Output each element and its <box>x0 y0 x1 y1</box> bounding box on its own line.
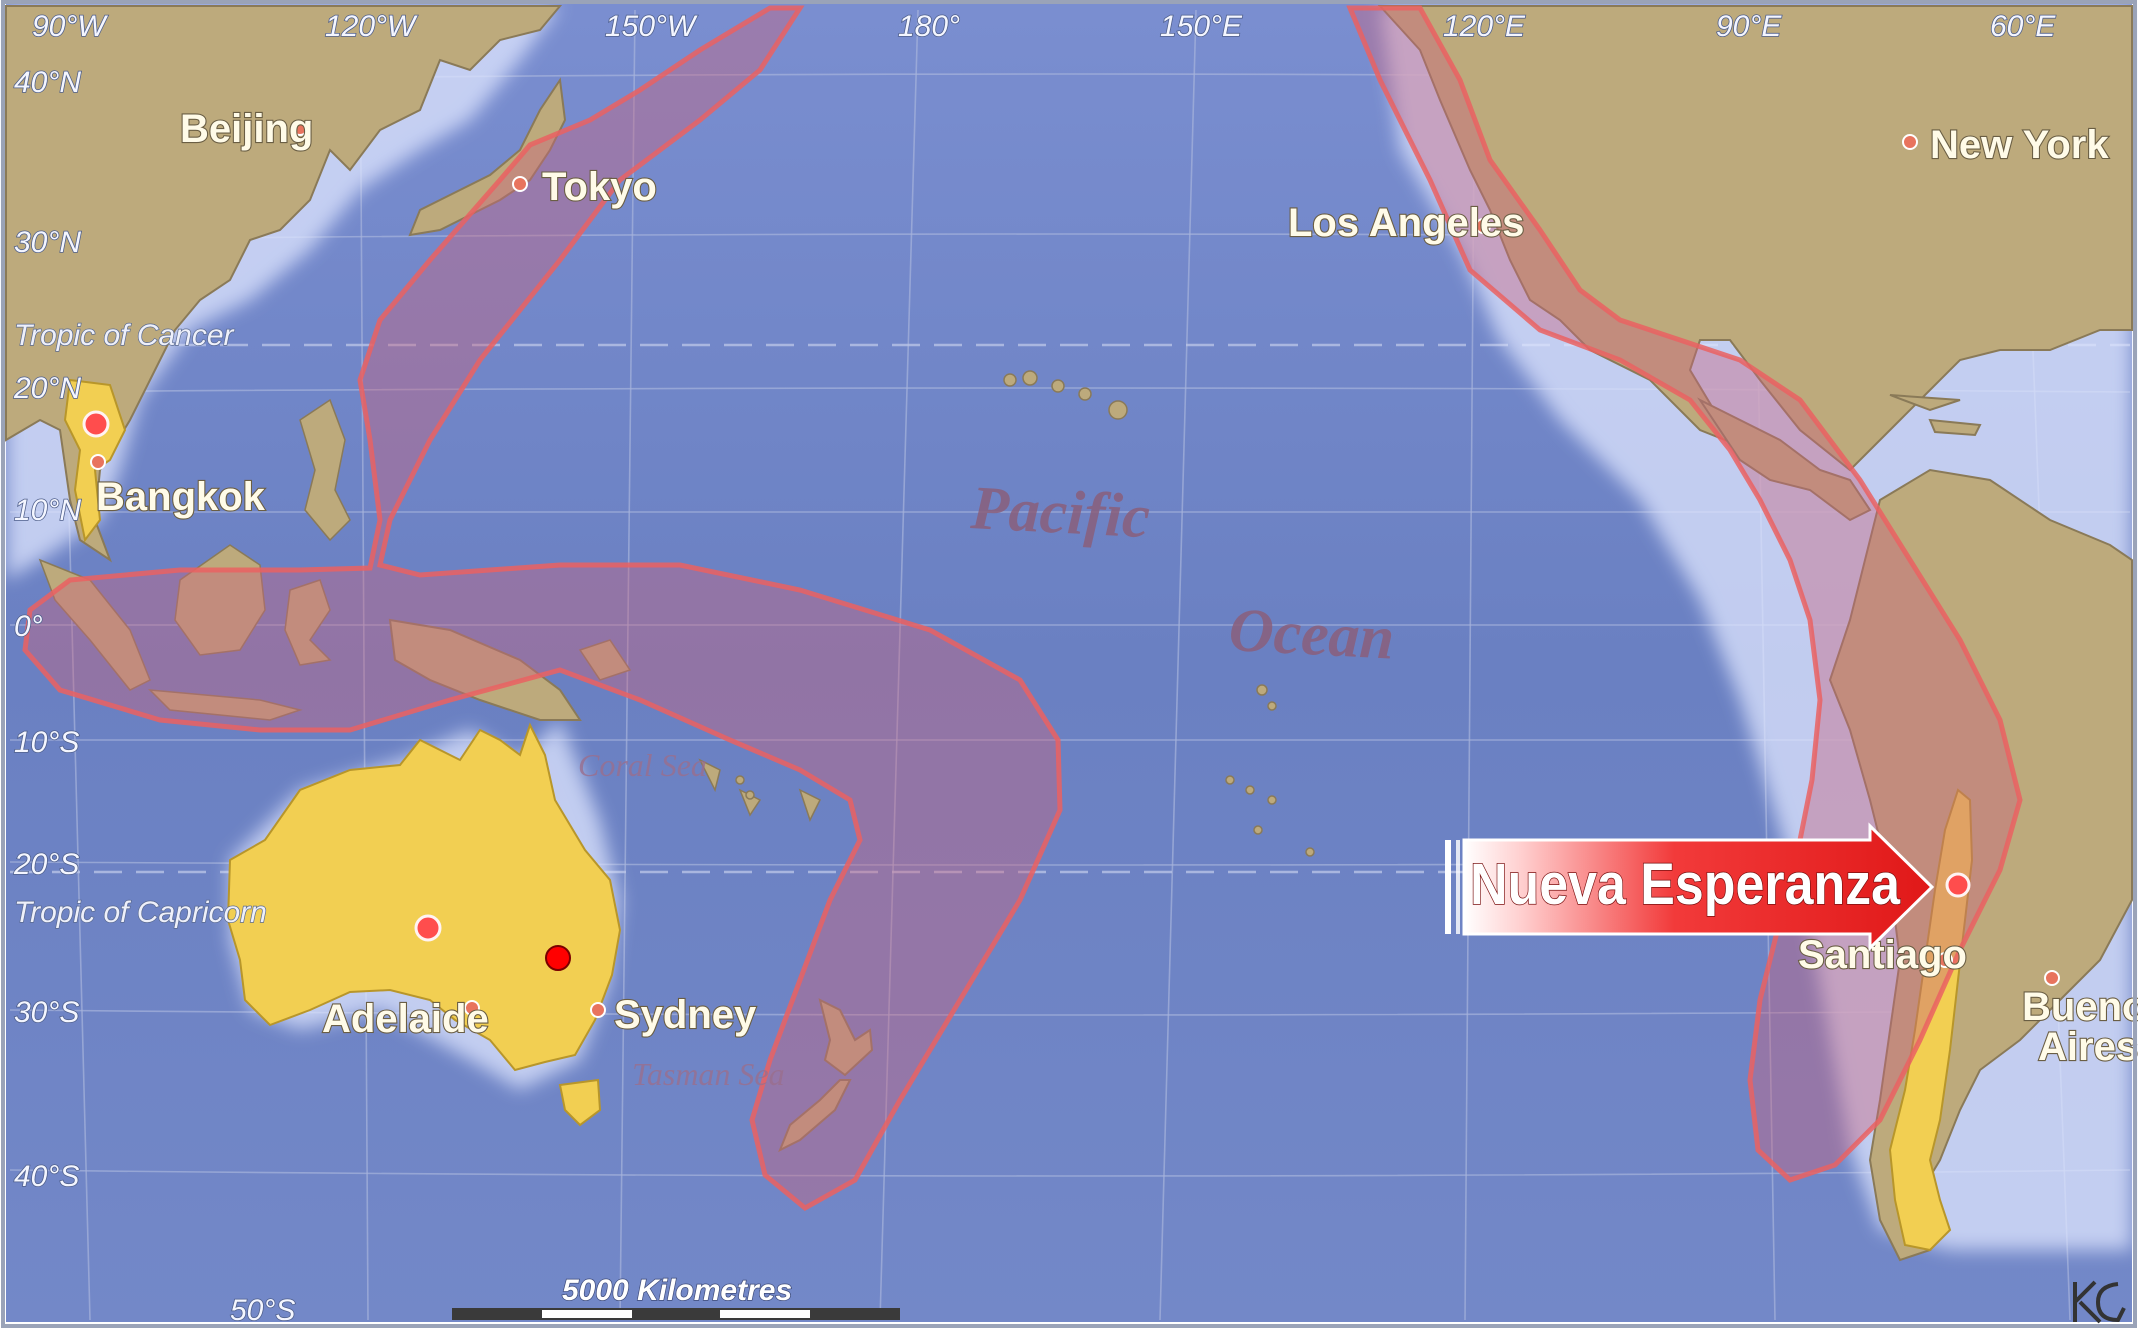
marker-central-australia <box>414 914 442 942</box>
publisher-logo <box>2073 1280 2126 1324</box>
land-japan <box>408 77 567 237</box>
lon-label-120e: 120°E <box>1443 10 1526 43</box>
lon-label-120w: 120°W <box>325 10 418 43</box>
lat-label-50s: 50°S <box>230 1294 295 1327</box>
land-tasmania <box>558 1078 602 1127</box>
scale-bar: 5000 Kilometres <box>452 1273 900 1320</box>
land-central-america <box>1697 397 1872 522</box>
highlight-markers <box>82 410 1971 971</box>
ring-of-fire-west <box>22 5 1063 1212</box>
city-marker-los-angeles <box>1475 218 1491 234</box>
city-labels: Beijing Tokyo Bangkok Adelaide Sydney Lo… <box>95 106 2138 1070</box>
tropic-of-capricorn-label: Tropic of Capricorn <box>14 896 267 929</box>
tropic-of-cancer-label: Tropic of Cancer <box>14 319 235 352</box>
city-label-sydney: Sydney <box>614 993 757 1037</box>
lat-label-30s: 30°S <box>14 996 79 1029</box>
city-marker-santiago <box>1937 952 1953 968</box>
sea-label-tasman: Tasman Sea <box>632 1056 785 1092</box>
lat-label-10s: 10°S <box>14 726 79 759</box>
city-label-bangkok: Bangkok <box>96 475 266 519</box>
city-marker-tokyo <box>512 176 528 192</box>
city-marker-beijing <box>292 120 308 136</box>
marker-nueva-esperanza <box>1945 872 1971 898</box>
city-label-buenos: Buenos <box>2022 985 2138 1029</box>
longitude-labels: 90°W 120°W 150°W 180° 150°E 120°E 90°E 6… <box>31 9 2057 44</box>
lon-label-150w: 150°W <box>605 10 698 43</box>
land-java <box>148 689 303 721</box>
sea-label-coral: Coral Sea <box>578 747 707 783</box>
land-melanesia-islands <box>578 639 822 822</box>
land-new-zealand <box>778 998 874 1153</box>
land-sulawesi <box>284 579 332 666</box>
lat-label-10n: 10°N <box>14 494 81 527</box>
city-label-los-angeles: Los Angeles <box>1288 201 1524 245</box>
city-label-beijing: Beijing <box>180 107 313 151</box>
pacific-islands <box>735 370 1315 857</box>
land-north-america <box>1377 5 2133 472</box>
latitude-labels: 40°N 30°N 20°N 10°N 0° 10°S 20°S 30°S 40… <box>12 65 296 1328</box>
lon-label-90w: 90°W <box>32 10 108 43</box>
city-label-adelaide: Adelaide <box>322 997 489 1041</box>
city-label-tokyo: Tokyo <box>542 165 657 209</box>
city-markers <box>90 120 2060 1018</box>
land-asia <box>5 5 563 563</box>
lon-label-180: 180° <box>898 10 960 43</box>
city-label-santiago: Santiago <box>1798 933 1967 977</box>
land-caribbean <box>1889 394 1982 437</box>
city-marker-sydney <box>590 1002 606 1018</box>
land-new-guinea <box>388 618 582 721</box>
lat-label-40n: 40°N <box>14 66 81 99</box>
city-marker-buenos-aires <box>2044 970 2060 986</box>
marker-thailand <box>82 410 110 438</box>
lon-label-150e: 150°E <box>1160 10 1243 43</box>
land-philippines <box>299 398 351 542</box>
city-label-aires: Aires <box>2038 1025 2138 1069</box>
ocean-label-pacific: Pacific <box>968 474 1151 551</box>
marker-eastern-australia <box>545 945 571 971</box>
lat-label-40s: 40°S <box>14 1160 79 1193</box>
scale-label: 5000 Kilometres <box>562 1274 792 1307</box>
lat-label-20n: 20°N <box>13 372 81 405</box>
lat-label-20s: 20°S <box>13 848 79 881</box>
lat-label-0: 0° <box>14 610 43 643</box>
lat-label-30n: 30°N <box>14 226 81 259</box>
city-label-new-york: New York <box>1930 123 2109 167</box>
city-marker-new-york <box>1902 134 1918 150</box>
city-marker-bangkok <box>90 454 106 470</box>
callout-label: Nueva Esperanza <box>1470 852 1901 917</box>
ocean-label-ocean: Ocean <box>1227 596 1396 673</box>
land-australia <box>226 722 622 1072</box>
callout-nueva-esperanza: Nueva Esperanza <box>1445 822 1935 952</box>
lon-label-90e: 90°E <box>1716 10 1782 43</box>
city-marker-adelaide <box>464 1000 480 1016</box>
land-sumatra <box>38 558 151 691</box>
lon-label-60e: 60°E <box>1990 10 2056 43</box>
